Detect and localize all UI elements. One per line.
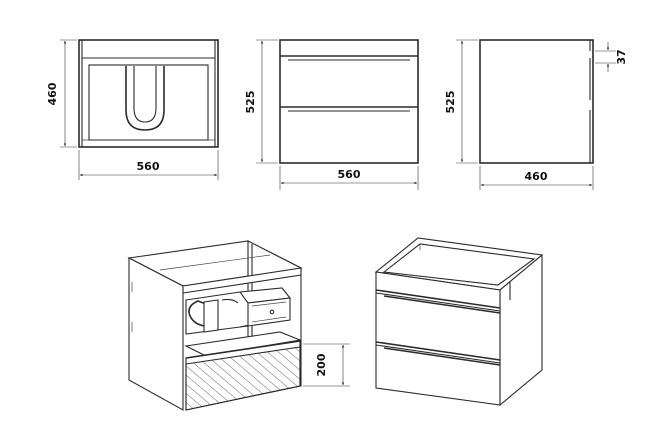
upper-drawer <box>185 287 292 335</box>
lower-drawer <box>184 331 303 411</box>
side-view: 37 460 525 <box>444 39 628 190</box>
drawer-front-hatched <box>185 346 301 411</box>
side-view-depth-label: 460 <box>525 170 548 183</box>
front-view-width-label: 560 <box>338 168 361 181</box>
side-view-outline <box>479 39 594 164</box>
siphon-cutout <box>125 66 165 131</box>
front-view: 560 525 <box>244 39 419 190</box>
front-view-height-label: 525 <box>244 91 257 114</box>
left-side-panel <box>128 257 184 411</box>
closed-drawer-grooves <box>375 289 501 366</box>
drawer-height-label: 200 <box>315 353 328 376</box>
open-isometric-view: 200 <box>127 240 350 411</box>
top-view-depth-label: 460 <box>46 82 59 105</box>
top-view: 560 460 <box>46 39 219 180</box>
closed-isometric-view <box>374 237 544 407</box>
side-view-offset-label: 37 <box>615 49 628 64</box>
front-view-outline <box>279 39 419 164</box>
top-view-inner-frame <box>88 64 209 141</box>
top-view-outline <box>78 39 219 148</box>
top-view-width-label: 560 <box>137 160 160 173</box>
cabinet-front <box>375 271 501 406</box>
side-view-height-label: 525 <box>444 91 457 114</box>
